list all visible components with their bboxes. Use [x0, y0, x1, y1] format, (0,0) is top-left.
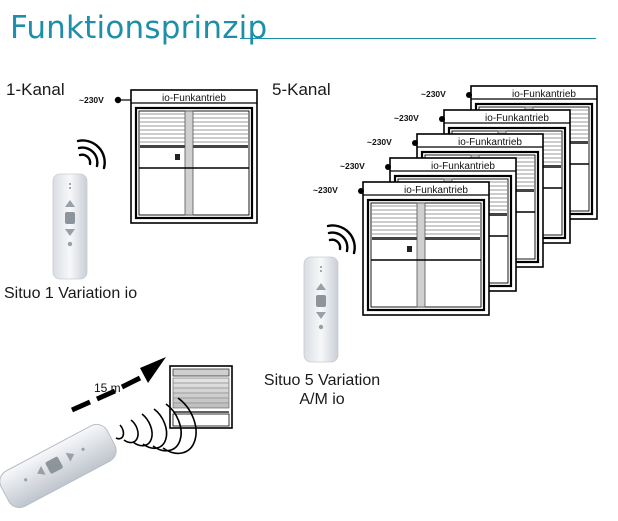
one-channel-motor-label: io-Funkantrieb	[162, 93, 226, 104]
situo-5-remote	[303, 256, 339, 363]
situo-5-caption-line2: A/M io	[299, 391, 345, 408]
radio-waves-icon	[76, 139, 106, 170]
radio-waves-icon	[326, 224, 356, 255]
situo-1-remote	[52, 173, 88, 280]
title-rule	[240, 38, 596, 39]
five-channel-motor-label-4: io-Funkantrieb	[485, 113, 549, 124]
one-channel-voltage: ~230V	[79, 95, 104, 105]
five-channel-motor-label-1: io-Funkantrieb	[404, 185, 468, 196]
one-channel-window	[129, 88, 259, 225]
range-arrow	[70, 357, 166, 413]
five-channel-motor-label-2: io-Funkantrieb	[431, 161, 495, 172]
situo-5-caption-line1: Situo 5 Variation	[263, 372, 381, 389]
one-channel-label: 1-Kanal	[6, 80, 65, 99]
five-channel-voltage-1: ~230V	[313, 185, 338, 195]
five-channel-voltage-4: ~230V	[394, 113, 419, 123]
situo-1-caption: Situo 1 Variation io	[4, 285, 138, 302]
five-channel-motor-label-5: io-Funkantrieb	[512, 89, 576, 100]
five-channel-window-1	[361, 180, 491, 317]
five-channel-voltage-3: ~230V	[367, 137, 392, 147]
roller-shutter	[169, 365, 233, 429]
five-channel-voltage-2: ~230V	[340, 161, 365, 171]
five-channel-voltage-5: ~230V	[421, 89, 446, 99]
five-channel-label: 5-Kanal	[272, 80, 331, 99]
range-distance-label: 15 m	[94, 381, 121, 395]
handheld-remote	[0, 423, 117, 509]
signal-arcs-icon	[115, 397, 197, 455]
one-channel-power-dot	[114, 96, 122, 104]
page-title: Funktionsprinzip	[10, 10, 268, 46]
five-channel-motor-label-3: io-Funkantrieb	[458, 137, 522, 148]
